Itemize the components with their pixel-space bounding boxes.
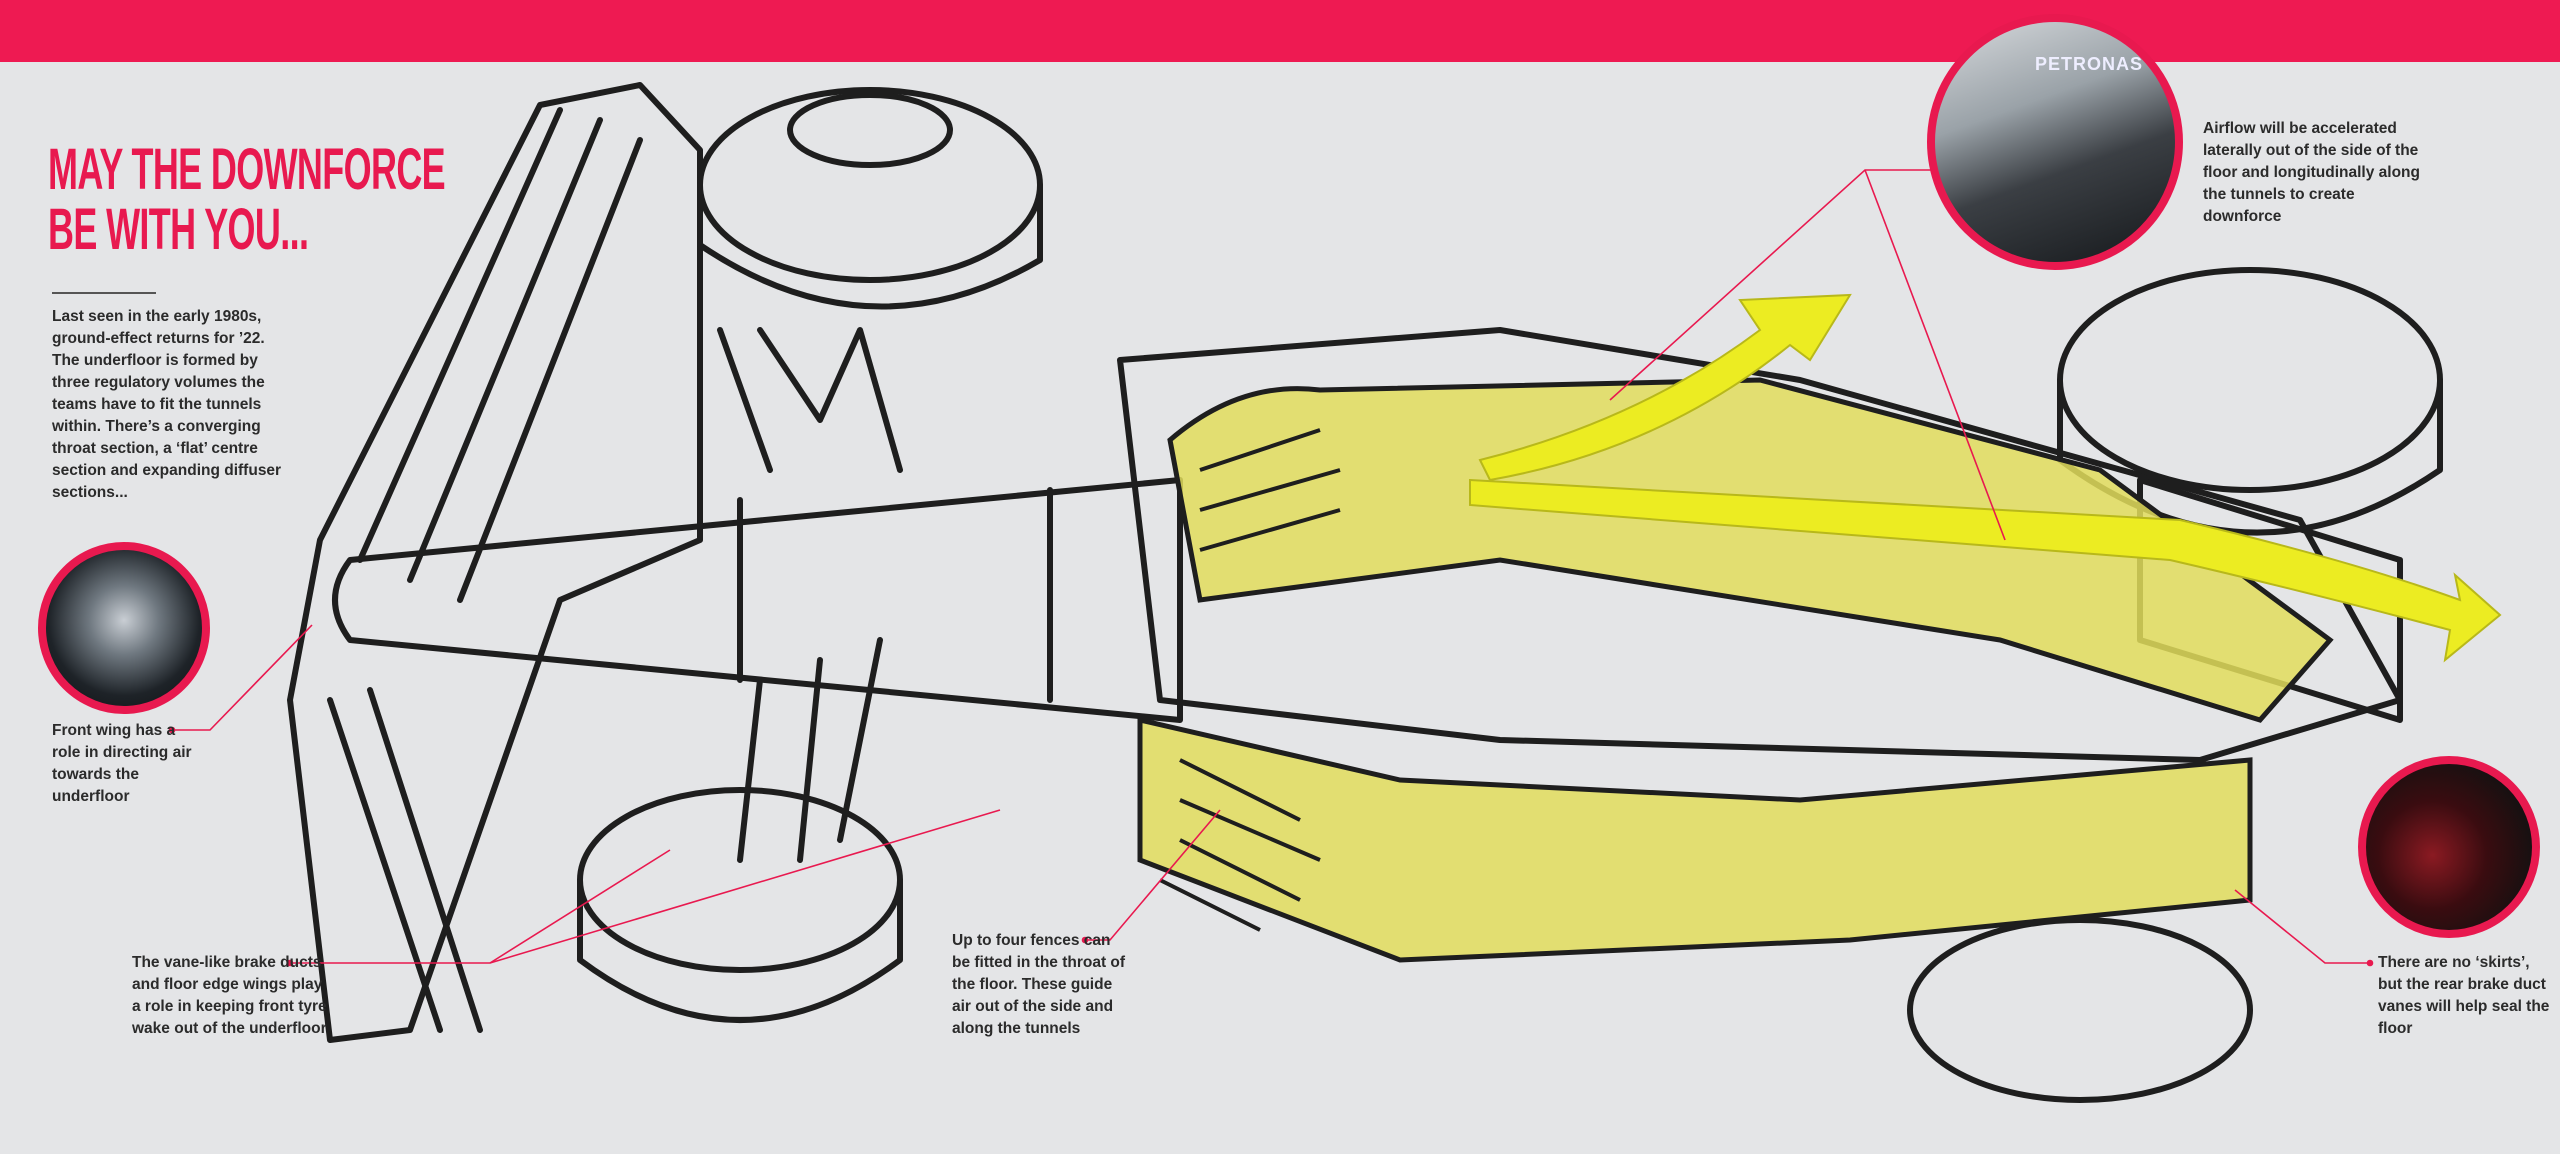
headline-divider	[52, 292, 156, 294]
caption-airflow: Airflow will be accelerated laterally ou…	[2203, 120, 2420, 225]
floor-upper-tunnel-highlight	[1167, 377, 2334, 723]
caption-fences: Up to four fences can be fitted in the t…	[952, 932, 1126, 1037]
front-tyre-top-sketch	[697, 87, 1043, 283]
airflow-arrow-lateral	[1478, 293, 1852, 482]
rear-tyre-top-sketch	[2057, 267, 2443, 493]
leader-airflow-2	[1864, 169, 2006, 541]
front-tyre-bottom-sketch	[577, 787, 903, 973]
leader-front-wing	[172, 624, 313, 731]
car-on-track-photo: PETRONAS	[1927, 14, 2183, 270]
airflow-arrow-longitudinal	[1469, 478, 2502, 663]
rear-brake-duct-photo	[2358, 756, 2540, 938]
leader-airflow-1	[1609, 169, 1935, 401]
floor-lower-tunnel-highlight	[1137, 716, 2253, 963]
front-wing-sketch	[287, 82, 703, 1043]
leader-brake-1	[290, 849, 671, 964]
caption-skirts: There are no ‘skirts’, but the rear brak…	[2378, 954, 2550, 1037]
caption-front-wing: Front wing has a role in directing air t…	[52, 722, 192, 805]
leader-fences	[1085, 809, 1221, 941]
leader-skirts	[2234, 889, 2370, 964]
leader-brake-2	[489, 809, 1001, 964]
intro-paragraph: Last seen in the early 1980s, ground-eff…	[52, 308, 282, 501]
front-wing-photo	[38, 542, 210, 714]
chassis-sketch	[332, 477, 1183, 723]
caption-brake-ducts: The vane-like brake ducts and floor edge…	[132, 954, 327, 1037]
petronas-logo: PETRONAS	[2035, 54, 2144, 74]
rear-tyre-bottom-sketch	[1907, 917, 2253, 1103]
